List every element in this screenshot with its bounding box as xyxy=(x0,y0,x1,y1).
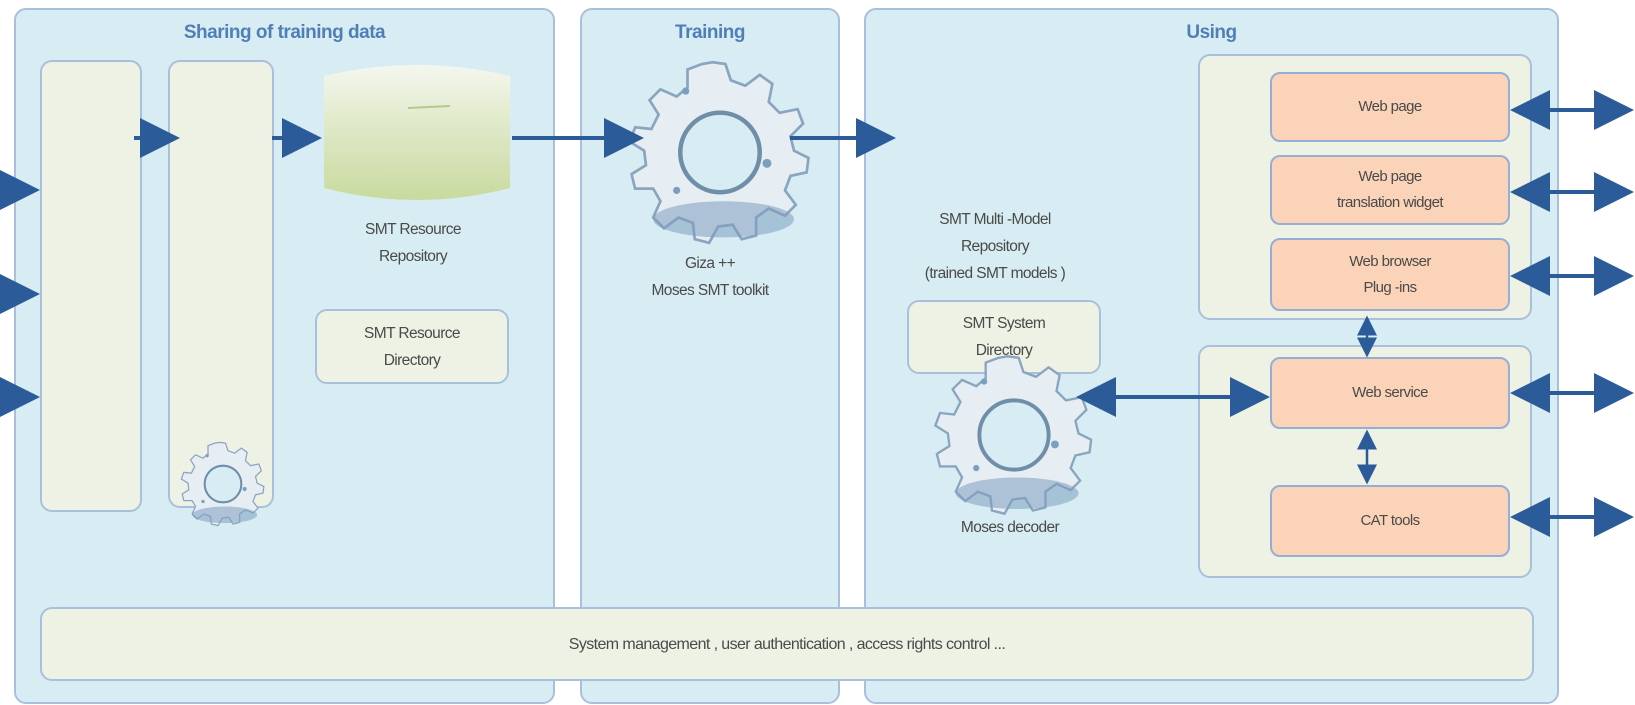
moses-decoder-label: Moses decoder xyxy=(960,519,1060,536)
sharing-panel-title: Sharing of training data xyxy=(183,22,386,43)
web-page-box: Web page xyxy=(1270,72,1510,142)
multi-model-repository-label: SMT Multi -Model Repository (trained SMT… xyxy=(924,211,1066,282)
training-panel-title: Training xyxy=(675,22,745,43)
giza-moses-label: Giza ++ Moses SMT toolkit xyxy=(651,255,770,299)
web-service-box: Web service xyxy=(1270,357,1510,429)
resource-repository-label: SMT Resource Repository xyxy=(365,221,461,265)
database-cylinder-icon xyxy=(324,65,510,200)
system-management-bar: System management , user authentication … xyxy=(40,607,1534,681)
resource-directory-box: SMT Resource Directory xyxy=(315,309,509,384)
input-column-box xyxy=(40,60,142,512)
using-panel-title: Using xyxy=(1186,22,1237,43)
cat-tools-box: CAT tools xyxy=(1270,485,1510,557)
system-directory-box: SMT System Directory xyxy=(907,300,1101,374)
web-page-widget-box: Web page translation widget xyxy=(1270,155,1510,225)
processing-column-box xyxy=(168,60,274,508)
web-browser-plugins-box: Web browser Plug -ins xyxy=(1270,238,1510,311)
